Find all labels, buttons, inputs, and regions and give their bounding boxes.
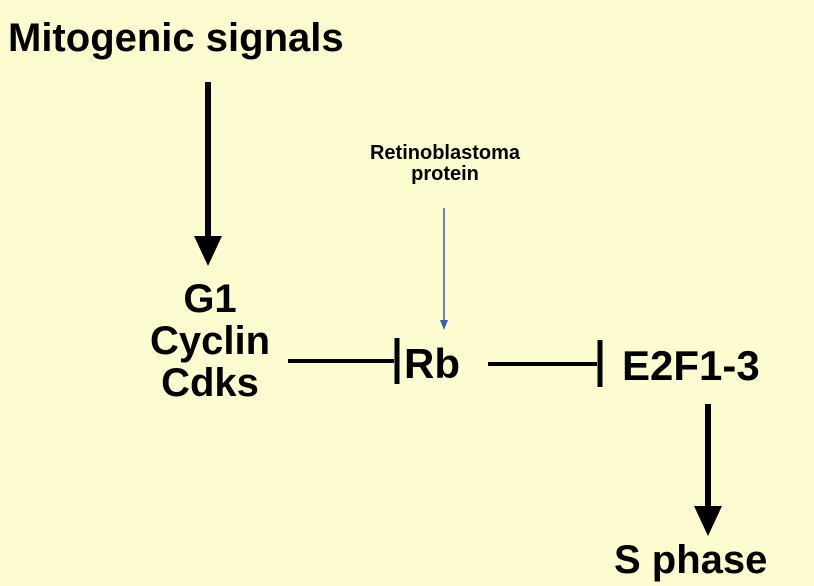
g1-label: G1 — [183, 277, 237, 321]
rb-note-line-1: Retinoblastoma — [369, 142, 521, 164]
rb-node: Rb — [404, 340, 460, 387]
g1-cyclin-cdks-node: G1 Cyclin Cdks — [120, 278, 300, 404]
g1-inhibits-rb — [288, 338, 400, 384]
s-phase-node: S phase — [614, 538, 768, 582]
rb-note-arrow — [440, 208, 448, 330]
cyclin-label: Cyclin — [149, 319, 271, 363]
cdks-label: Cdks — [161, 361, 259, 405]
e2f-node: E2F1-3 — [622, 342, 760, 389]
rb-inhibits-e2f — [488, 340, 603, 387]
rb-note-line-2: protein — [411, 163, 479, 185]
e2f-to-sphase-arrow — [694, 404, 722, 536]
mitogenic-signals-label: Mitogenic signals — [8, 16, 344, 60]
mitogenic-to-g1-arrow — [194, 82, 222, 266]
retinoblastoma-protein-note: Retinoblastoma protein — [320, 143, 570, 185]
